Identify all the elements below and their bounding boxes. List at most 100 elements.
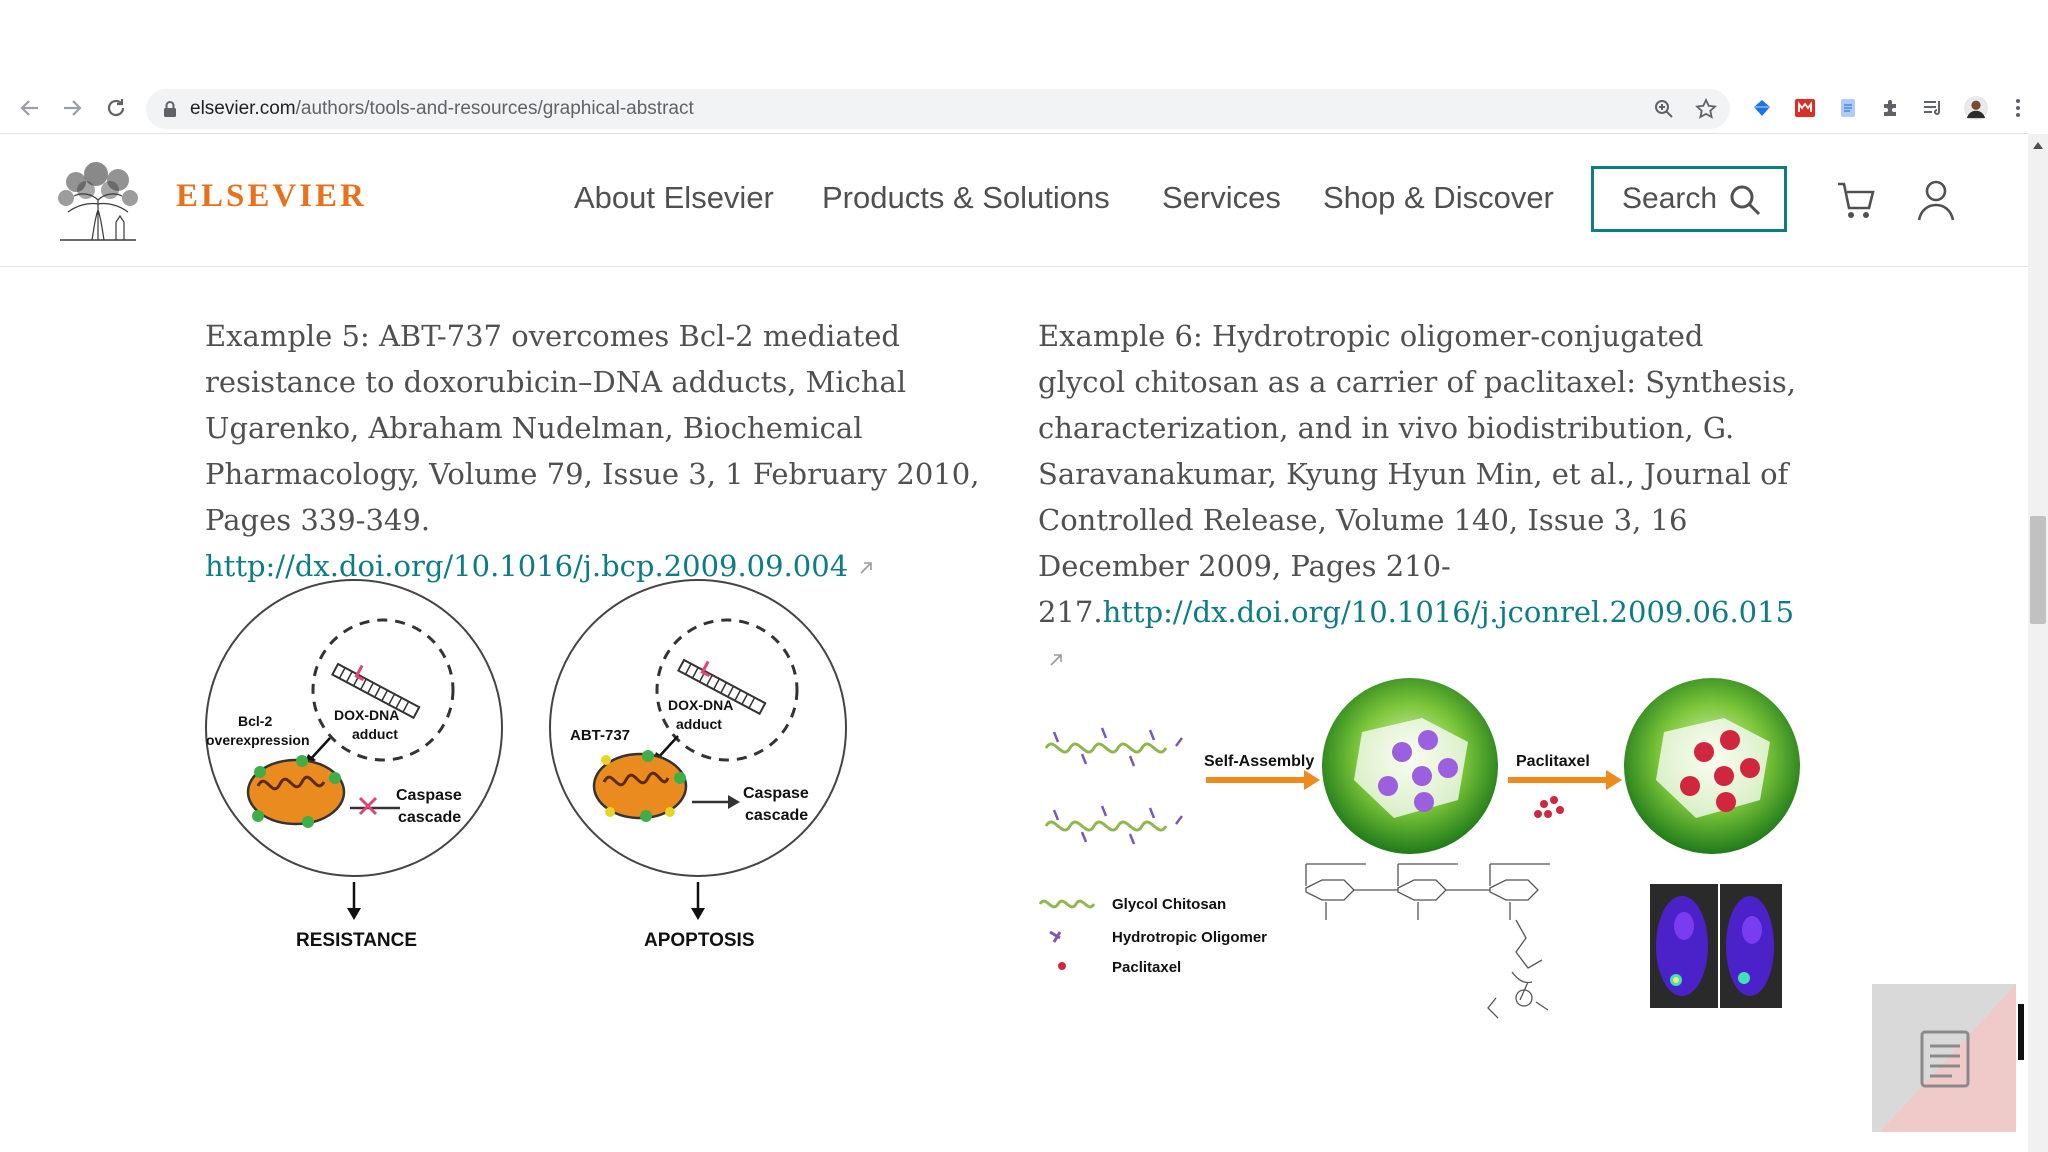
legend-glycol-chitosan: Glycol Chitosan xyxy=(1112,896,1226,913)
example-6-doi-text: http://dx.doi.org/10.1016/j.jconrel.2009… xyxy=(1102,595,1795,629)
left-cascade-label: Caspase cascade xyxy=(396,787,462,826)
zoom-icon xyxy=(1655,100,1673,118)
external-link-icon xyxy=(1050,654,1062,666)
example-5-graphical-abstract: DOX-DNA adduct Bcl-2 overexpression Caspas… xyxy=(205,579,847,951)
nav-products-solutions[interactable]: Products & Solutions xyxy=(822,180,1110,215)
nav-shop-discover[interactable]: Shop & Discover xyxy=(1323,180,1554,215)
search-label: Search xyxy=(1622,182,1718,215)
back-button[interactable] xyxy=(14,92,46,124)
reload-button[interactable] xyxy=(100,92,132,124)
zoom-button[interactable] xyxy=(1652,97,1676,121)
right-cascade-label: Caspase cascade xyxy=(743,785,809,824)
browser-chrome: elsevier.com/authors/tools-and-resources… xyxy=(0,0,2048,134)
user-account-icon[interactable] xyxy=(1916,178,1956,222)
floating-widget-handle[interactable] xyxy=(2018,1004,2024,1060)
browser-tab-strip xyxy=(0,0,2048,88)
example-5-doi-text: http://dx.doi.org/10.1016/j.bcp.2009.09.… xyxy=(205,549,849,583)
scroll-up-arrow-icon[interactable] xyxy=(2032,140,2044,150)
legend-oligomer-icon xyxy=(1049,930,1062,943)
example-6-citation: Example 6: Hydrotropic oligomer-conjugat… xyxy=(1038,313,1798,681)
more-vertical-icon xyxy=(2016,99,2020,117)
puzzle-icon xyxy=(1884,100,1896,116)
example-5-citation: Example 5: ABT-737 overcomes Bcl-2 media… xyxy=(205,313,1005,589)
right-drug-label: ABT-737 xyxy=(570,727,630,744)
extension-blue[interactable] xyxy=(1750,96,1774,120)
elsevier-wordmark[interactable]: ELSEVIER xyxy=(176,178,367,214)
red-badge-icon xyxy=(1795,99,1815,117)
right-outcome-label: APOPTOSIS xyxy=(644,930,755,951)
chemical-structure-icon xyxy=(1305,863,1550,1019)
nucleus-left xyxy=(311,618,455,762)
legend: Glycol Chitosan Hydrotropic Oligomer Pac… xyxy=(1038,896,1267,976)
site-header: ELSEVIER About Elsevier Products & Solut… xyxy=(0,134,2028,267)
nav-services[interactable]: Services xyxy=(1162,180,1281,215)
right-caspase: Caspase xyxy=(743,785,809,802)
example-5-doi-link[interactable]: http://dx.doi.org/10.1016/j.bcp.2009.09.… xyxy=(205,549,848,583)
mitochondrion-left-icon xyxy=(246,755,346,828)
chrome-divider xyxy=(0,133,2028,134)
reading-list-button[interactable] xyxy=(1921,96,1945,120)
address-bar[interactable]: elsevier.com/authors/tools-and-resources… xyxy=(146,89,1730,129)
left-overexpression: overexpression xyxy=(206,732,310,748)
left-cascade: cascade xyxy=(398,809,461,826)
page-scrollbar[interactable] xyxy=(2028,134,2048,1152)
polymer-chains-icon xyxy=(1044,742,1168,832)
example-6-graphical-abstract: Self-Assembly Paclitaxel Glycol Chitosan… xyxy=(1038,678,1800,1019)
example-5-text: Example 5: ABT-737 overcomes Bcl-2 media… xyxy=(205,319,980,537)
scrollbar-thumb[interactable] xyxy=(2030,516,2046,624)
browser-menu-button[interactable] xyxy=(2006,96,2030,120)
dna-adduct-left-icon xyxy=(331,662,421,720)
biodistribution-images xyxy=(1650,884,1782,1008)
url-path: /authors/tools-and-resources/graphical-a… xyxy=(295,98,694,119)
elsevier-tree-logo-icon[interactable] xyxy=(52,160,144,242)
left-adduct-label: DOX-DNA adduct xyxy=(334,707,399,742)
external-link-icon xyxy=(860,562,872,574)
legend-paclitaxel-icon xyxy=(1058,962,1066,970)
self-assembly-label: Self-Assembly xyxy=(1204,753,1314,770)
oligomer-marks-icon xyxy=(1052,727,1183,845)
block-x-icon xyxy=(358,796,378,816)
nav-about-elsevier[interactable]: About Elsevier xyxy=(574,180,774,215)
right-cascade: cascade xyxy=(745,807,808,824)
reload-icon xyxy=(107,99,125,117)
url-text: elsevier.com/authors/tools-and-resources… xyxy=(190,98,694,120)
left-bcl2: Bcl-2 xyxy=(238,713,272,729)
legend-chitosan-icon xyxy=(1038,899,1096,909)
example-6-doi-link[interactable]: http://dx.doi.org/10.1016/j.jconrel.2009… xyxy=(1103,595,1794,629)
search-icon xyxy=(1730,185,1761,216)
star-icon xyxy=(1695,98,1717,119)
profile-button[interactable] xyxy=(1964,96,1988,120)
document-icon xyxy=(1841,99,1855,117)
lock-icon xyxy=(164,101,176,117)
mitochondrion-right-icon xyxy=(592,750,688,822)
left-overexpression-label: Bcl-2 overexpression xyxy=(206,713,310,748)
left-outcome-label: RESISTANCE xyxy=(296,930,417,951)
right-adduct-line1: DOX-DNA xyxy=(668,697,733,713)
left-caspase: Caspase xyxy=(396,787,462,804)
left-adduct-line2: adduct xyxy=(352,726,398,742)
floating-page-widget[interactable] xyxy=(1872,984,2016,1132)
paclitaxel-dots-icon xyxy=(1534,796,1564,818)
extension-red[interactable] xyxy=(1793,96,1817,120)
diamond-icon xyxy=(1754,100,1770,116)
extension-doc[interactable] xyxy=(1836,96,1860,120)
url-host: elsevier.com xyxy=(190,98,296,119)
dna-adduct-right-icon xyxy=(677,658,767,716)
playlist-icon xyxy=(1924,101,1940,115)
paclitaxel-step-label: Paclitaxel xyxy=(1516,753,1590,770)
right-adduct-label: DOX-DNA adduct xyxy=(668,697,733,732)
search-button[interactable]: Search xyxy=(1591,166,1787,232)
arrow-left-icon xyxy=(20,100,38,116)
legend-paclitaxel: Paclitaxel xyxy=(1112,959,1181,976)
bookmark-button[interactable] xyxy=(1694,97,1718,121)
right-adduct-line2: adduct xyxy=(676,716,722,732)
example-6-text: Example 6: Hydrotropic oligomer-conjugat… xyxy=(1038,319,1796,629)
legend-hydrotropic-oligomer: Hydrotropic Oligomer xyxy=(1112,929,1267,946)
extensions-button[interactable] xyxy=(1879,96,1903,120)
nucleus-right xyxy=(655,618,799,762)
forward-button[interactable] xyxy=(56,92,88,124)
left-adduct-line1: DOX-DNA xyxy=(334,707,399,723)
arrow-right-icon xyxy=(64,100,82,116)
cart-icon[interactable] xyxy=(1836,178,1876,222)
avatar-icon xyxy=(1964,96,1988,120)
